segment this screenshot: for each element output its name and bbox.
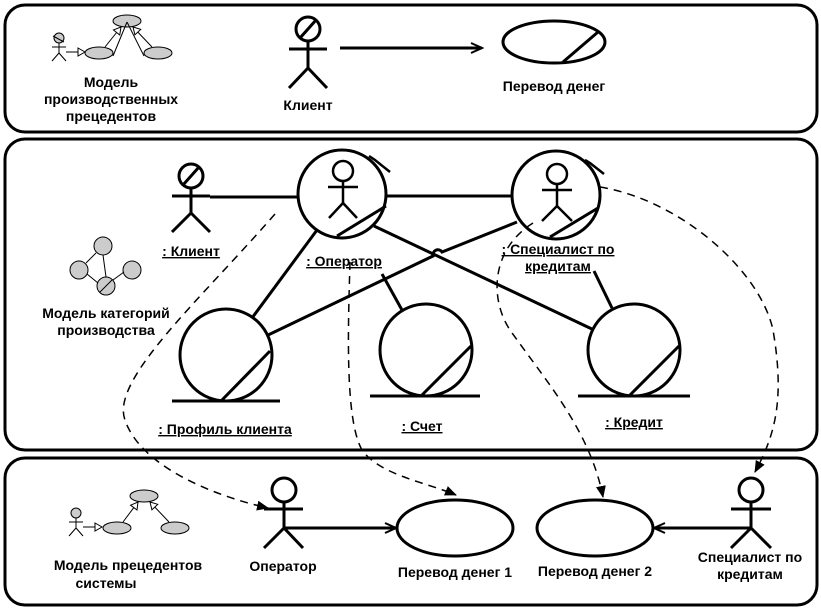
mid-specialist-label-2: кредитам (525, 258, 591, 274)
trace-usecase-1 (347, 261, 457, 496)
system-usecase-model-icon (68, 489, 190, 537)
bottom-operator-label: Оператор (249, 558, 316, 574)
middle-panel: Модель категорий производства : Клиент (3, 137, 819, 452)
trace-specialist (599, 186, 779, 473)
bottom-panel: Модель прецедентов системы Оператор Пере… (3, 456, 819, 607)
usecase-1-ellipse (395, 498, 515, 558)
business-usecase-model-icon (51, 14, 173, 62)
business-object-model-icon (69, 236, 142, 296)
bottom-specialist-label-1: Специалист по (698, 549, 802, 565)
operator-worker-icon (296, 148, 391, 240)
top-panel: Модель производственных прецедентов Клие… (3, 3, 819, 134)
mid-model-label-1: Модель категорий (42, 305, 170, 321)
mid-credit-label: : Кредит (605, 414, 663, 430)
bottom-model-label-2: системы (76, 575, 137, 591)
association-lines (210, 194, 614, 338)
mid-profile-label: : Профиль клиента (158, 421, 292, 437)
usecase-2-ellipse (535, 498, 655, 558)
trace-dependencies (122, 186, 779, 511)
credit-entity-icon (578, 302, 690, 398)
top-model-label-1: Модель (84, 74, 139, 90)
trace-usecase-2 (496, 222, 606, 498)
bottom-specialist-label-2: кредитам (717, 566, 783, 582)
client-profile-entity-icon (172, 307, 280, 403)
usecase-2-label: Перевод денег 2 (538, 563, 652, 579)
mid-operator-label: : Оператор (306, 253, 382, 269)
top-usecase-label: Перевод денег (503, 78, 606, 94)
operator-actor-icon (262, 476, 305, 550)
top-model-label-3: прецедентов (66, 108, 157, 124)
specialist-worker-icon (510, 149, 605, 241)
top-model-label-2: производственных (44, 91, 178, 107)
mid-client-label: : Клиент (162, 243, 220, 259)
top-client-label: Клиент (283, 97, 332, 113)
client-instance-actor-icon (170, 162, 212, 234)
trace-operator (122, 213, 276, 511)
mid-account-label: : Счет (401, 418, 442, 434)
bottom-model-label-1: Модель прецедентов (54, 557, 203, 573)
client-business-actor-icon (287, 15, 329, 90)
mid-model-label-2: производства (57, 322, 155, 338)
business-usecase-icon (501, 19, 607, 65)
usecase-1-label: Перевод денег 1 (398, 564, 512, 580)
account-entity-icon (370, 302, 480, 398)
mid-specialist-label-1: : Специалист по (502, 241, 615, 257)
specialist-actor-icon (729, 476, 773, 550)
